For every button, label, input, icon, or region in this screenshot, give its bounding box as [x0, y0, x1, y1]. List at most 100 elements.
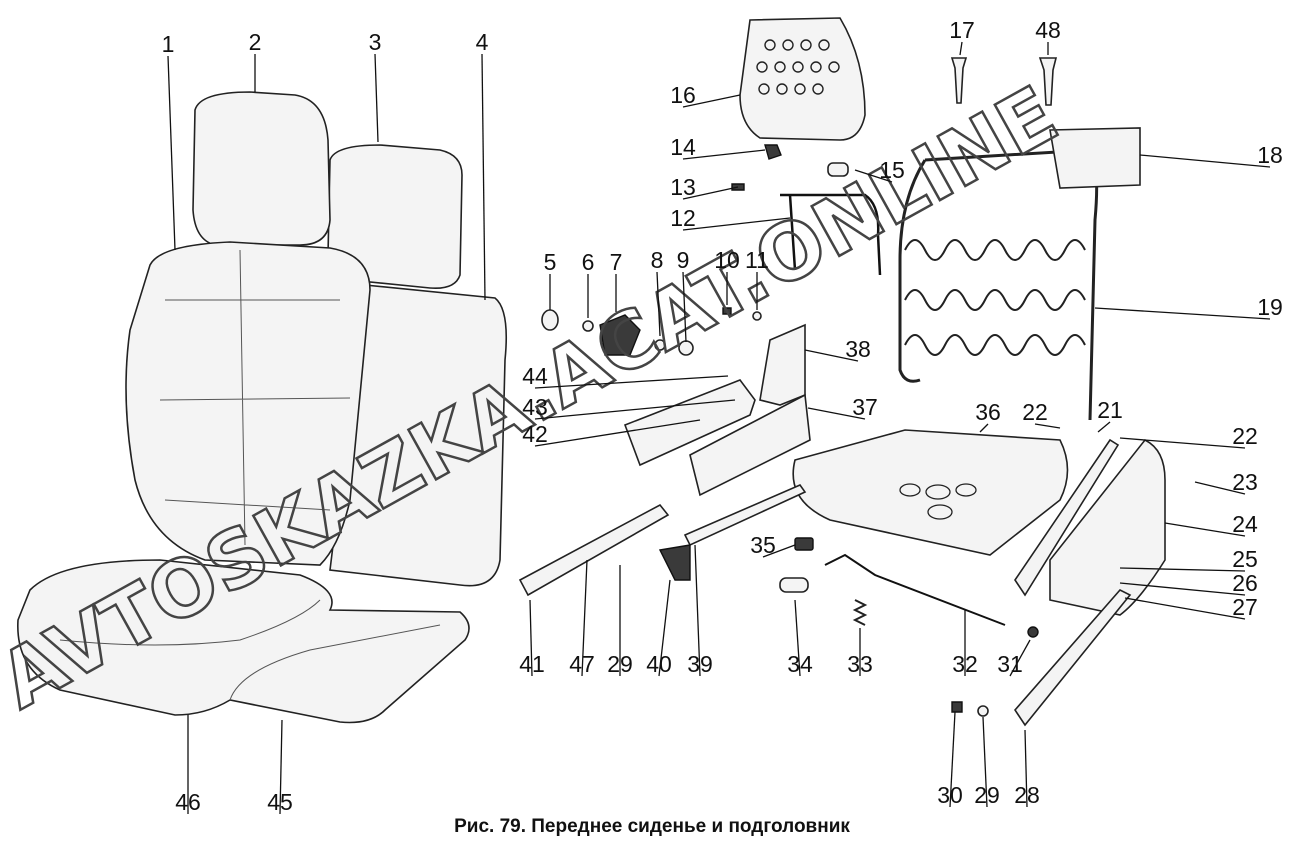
callout-1: 1 [162, 31, 176, 251]
callout-leader [982, 716, 988, 808]
callout-15: 15 [854, 157, 905, 183]
callout-leader [1164, 522, 1246, 537]
callout-leader [794, 599, 801, 677]
callout-leader [279, 719, 283, 815]
seat-frame [792, 429, 1069, 556]
callout-leader [581, 559, 588, 677]
callout-number: 26 [1232, 570, 1258, 596]
rail-28 [1013, 589, 1132, 727]
callout-leader [762, 544, 796, 558]
callout-22: 22 [1022, 399, 1061, 429]
callout-number: 47 [569, 651, 595, 677]
callout-leader [979, 423, 989, 433]
callout-8: 8 [651, 247, 664, 337]
headrest-frame [739, 17, 866, 141]
callout-leader [1194, 481, 1246, 495]
callout-leader [1034, 423, 1061, 429]
callout-number: 35 [750, 532, 776, 558]
headrest-pin-17 [950, 57, 968, 104]
callout-18: 18 [1139, 142, 1283, 168]
hinge-plate-38 [759, 323, 806, 406]
callout-25: 25 [1119, 546, 1258, 572]
callout-number: 16 [670, 82, 696, 108]
callout-number: 8 [651, 247, 664, 273]
callout-9: 9 [677, 247, 689, 343]
callout-leader [534, 399, 736, 420]
callout-31: 31 [997, 639, 1031, 677]
callout-5: 5 [544, 249, 556, 310]
callout-leader [682, 94, 741, 108]
callout-36: 36 [975, 399, 1001, 433]
callout-number: 2 [249, 29, 262, 55]
callout-leader [682, 217, 791, 231]
headrest-clip [764, 144, 782, 160]
callout-leader [1094, 307, 1271, 320]
callout-17: 17 [949, 17, 975, 56]
rail-bracket-24 [1014, 438, 1120, 597]
front-headrest [192, 91, 331, 246]
callout-30: 30 [937, 711, 963, 808]
callout-number: 29 [974, 782, 1000, 808]
slide-rail-39 [683, 484, 807, 547]
recliner-knob [599, 314, 641, 356]
callout-number: 1 [162, 31, 175, 57]
callout-number: 44 [522, 363, 548, 389]
callout-number: 22 [1232, 423, 1258, 449]
callout-number: 43 [522, 394, 548, 420]
seat-cushion [17, 559, 470, 724]
callout-6: 6 [582, 249, 595, 318]
callout-leader [481, 53, 486, 301]
callout-number: 48 [1035, 17, 1061, 43]
callout-2: 2 [249, 29, 262, 92]
callout-leader [1139, 154, 1271, 168]
headrest-pin-48 [1038, 57, 1058, 106]
callout-number: 4 [476, 29, 489, 55]
clip-35 [794, 537, 814, 551]
callout-number: 46 [175, 789, 201, 815]
callout-leader [658, 579, 671, 677]
callout-number: 22 [1022, 399, 1048, 425]
callout-number: 33 [847, 651, 873, 677]
callout-leader [682, 271, 687, 343]
callout-number: 30 [937, 782, 963, 808]
callout-leader [167, 55, 176, 251]
callout-leader [854, 169, 893, 183]
callout-number: 23 [1232, 469, 1258, 495]
callout-41: 41 [519, 599, 545, 677]
callout-leader [656, 271, 661, 337]
bushing-15 [827, 162, 849, 177]
callout-34: 34 [787, 599, 813, 677]
handle-grip-34 [779, 577, 809, 593]
screw-10 [722, 307, 732, 315]
callout-number: 7 [610, 249, 623, 275]
callout-44: 44 [522, 363, 729, 389]
callout-29: 29 [607, 565, 633, 677]
callout-number: 42 [522, 421, 548, 447]
callout-number: 14 [670, 134, 696, 160]
nut-11 [752, 311, 762, 321]
callout-24: 24 [1164, 511, 1258, 537]
callout-33: 33 [847, 628, 873, 677]
callout-19: 19 [1094, 294, 1283, 320]
callout-leader [1009, 639, 1031, 677]
callout-leader [804, 349, 859, 362]
callout-number: 6 [582, 249, 595, 275]
callout-number: 29 [607, 651, 633, 677]
slide-rail-41 [518, 503, 670, 597]
callout-number: 36 [975, 399, 1001, 425]
callout-number: 24 [1232, 511, 1258, 537]
callout-42: 42 [522, 419, 701, 447]
rear-seat-back [329, 284, 508, 587]
figure-caption: Рис. 79. Переднее сиденье и подголовник [454, 816, 850, 837]
callout-number: 10 [714, 247, 740, 273]
callout-4: 4 [476, 29, 489, 301]
callout-21: 21 [1097, 397, 1123, 433]
callout-16: 16 [670, 82, 741, 108]
cap-5 [541, 309, 559, 331]
callout-number: 40 [646, 651, 672, 677]
callout-48: 48 [1035, 17, 1061, 55]
callout-number: 32 [952, 651, 978, 677]
callout-leader [959, 41, 963, 56]
callout-number: 34 [787, 651, 813, 677]
